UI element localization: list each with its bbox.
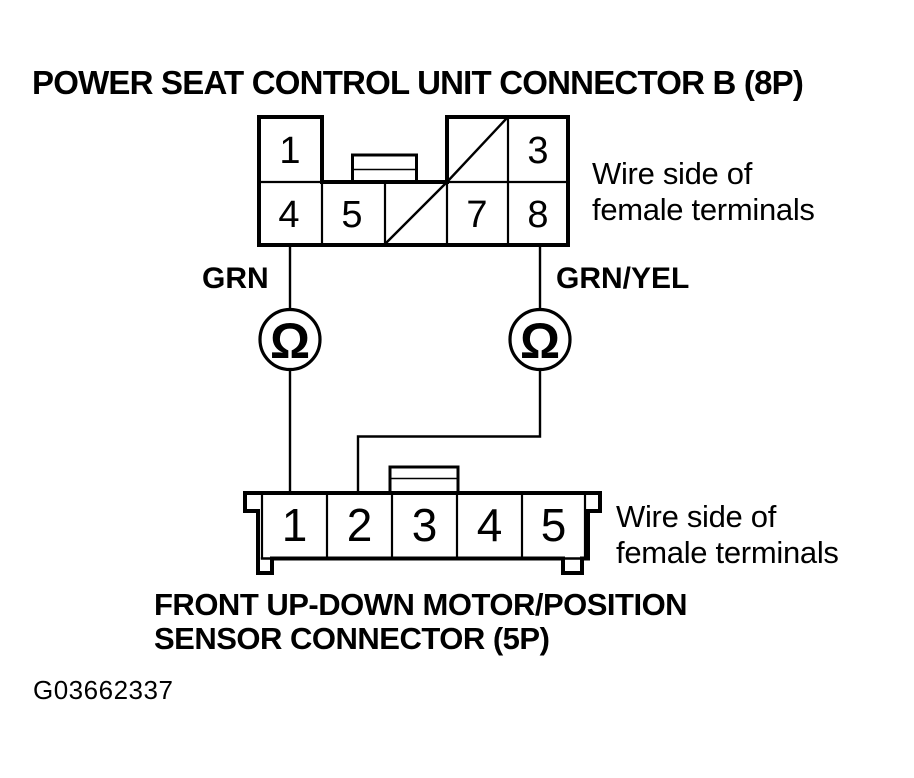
- crossed-empty-cells-diagonal: [384, 117, 508, 245]
- bottom-connector-note: Wire side of female terminals: [616, 499, 839, 571]
- top-pin-8: 8: [527, 194, 548, 236]
- top-pin-1: 1: [279, 130, 300, 172]
- bottom-pin-3: 3: [412, 499, 438, 551]
- top-pin-4: 4: [278, 194, 299, 236]
- note-line-1: Wire side of: [592, 156, 753, 191]
- top-pin-3: 3: [527, 130, 548, 172]
- pin-numbers: 1 3 4 5 7 8 Ω Ω 1 2 3 4 5: [270, 130, 566, 551]
- top-connector-latch: [351, 153, 418, 184]
- bottom-connector-latch: [388, 465, 460, 495]
- bottom-pin-2: 2: [347, 499, 373, 551]
- bottom-title-line-1: FRONT UP-DOWN MOTOR/POSITION: [154, 587, 688, 622]
- bottom-pin-1: 1: [282, 499, 308, 551]
- bottom-connector-title: FRONT UP-DOWN MOTOR/POSITION SENSOR CONN…: [154, 587, 688, 656]
- ohm-symbol-right: Ω: [520, 313, 560, 369]
- top-pin-5: 5: [341, 194, 362, 236]
- figure-code: G03662337: [33, 675, 174, 705]
- top-pin-7: 7: [466, 194, 487, 236]
- wire-label-grn: GRN: [202, 262, 269, 295]
- wire-grn-yel-lower: [356, 368, 542, 495]
- page-title: POWER SEAT CONTROL UNIT CONNECTOR B (8P): [32, 64, 804, 101]
- note-line-2: female terminals: [616, 535, 839, 570]
- bottom-title-line-2: SENSOR CONNECTOR (5P): [154, 621, 550, 656]
- ohm-symbol-left: Ω: [270, 313, 310, 369]
- top-connector-outline: [257, 115, 570, 247]
- wire-label-grn-yel: GRN/YEL: [556, 262, 690, 295]
- top-connector-note: Wire side of female terminals: [592, 156, 815, 228]
- bottom-pin-5: 5: [541, 499, 567, 551]
- bottom-connector-shell: [243, 491, 602, 575]
- note-line-2: female terminals: [592, 192, 815, 227]
- note-line-1: Wire side of: [616, 499, 777, 534]
- bottom-pin-4: 4: [477, 499, 503, 551]
